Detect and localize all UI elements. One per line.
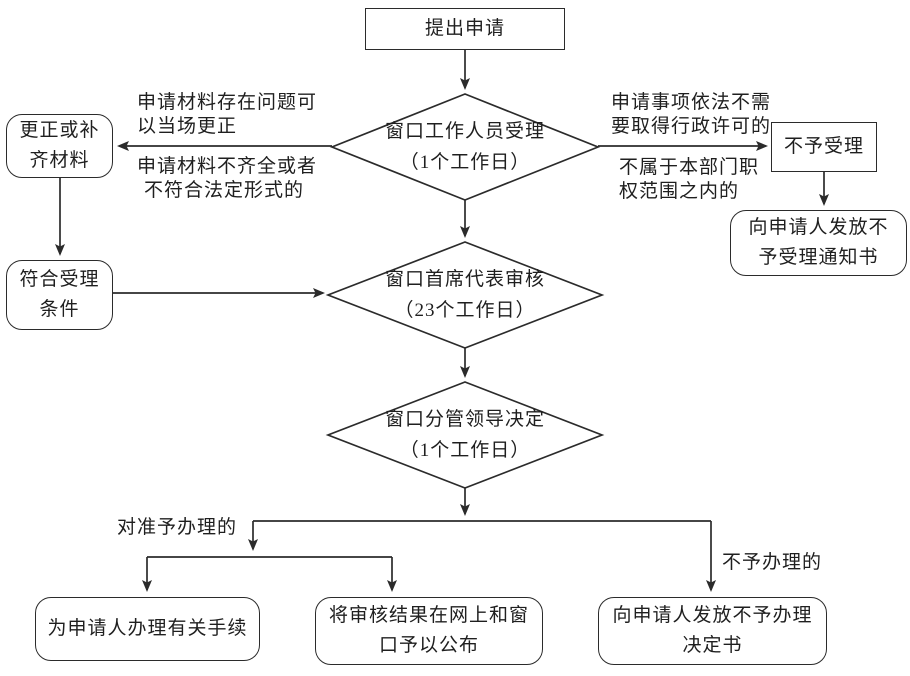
node-qualify-line1: 符合受理: [19, 269, 100, 290]
node-qualify-line2: 条件: [39, 299, 80, 320]
node-submit-application: 提出申请: [365, 8, 565, 50]
edge-label-correctable-line1: 申请材料存在问题可: [137, 92, 318, 113]
edge-label-incomplete-materials: 申请材料不齐全或者 不符合法定形式的: [137, 155, 318, 203]
edge-label-correctable-on-spot: 申请材料存在问题可 以当场更正: [137, 91, 317, 139]
node-publish-line1: 将审核结果在网上和窗: [328, 605, 529, 626]
decision3-text: 窗口分管领导决定 （1个工作日）: [345, 403, 585, 467]
edge-label-no-permit-line2: 要取得行政许可的: [611, 116, 772, 137]
edge-label-correctable-line2: 以当场更正: [137, 116, 238, 137]
node-no-handle-line1: 向申请人发放不予办理: [612, 605, 813, 626]
edge-label-not-approved: 不予办理的: [722, 551, 822, 575]
node-publish-line2: 口予以公布: [378, 635, 479, 656]
node-correct-line1: 更正或补: [19, 120, 100, 141]
node-reject-notice-line1: 向申请人发放不: [748, 217, 889, 238]
node-not-accepted-label: 不予受理: [783, 136, 864, 157]
decision3-line2: （1个工作日）: [399, 440, 531, 461]
edge-label-approved-text: 对准予办理的: [117, 517, 238, 538]
decision2-text: 窗口首席代表审核 （23个工作日）: [345, 263, 585, 327]
decision1-line2: （1个工作日）: [399, 152, 531, 173]
edge-label-no-permit-line1: 申请事项依法不需: [611, 92, 772, 113]
node-non-acceptance-notice: 向申请人发放不 予受理通知书: [730, 210, 907, 276]
node-correct-supplement-materials: 更正或补 齐材料: [6, 114, 113, 178]
edge-label-incomplete-line1: 申请材料不齐全或者: [137, 156, 318, 177]
node-handle-label: 为申请人办理有关手续: [47, 618, 248, 639]
node-correct-line2: 齐材料: [29, 150, 90, 171]
edge-label-out-of-scope-line1: 不属于本部门职: [619, 157, 760, 178]
edge-label-approved: 对准予办理的: [117, 516, 237, 540]
decision1-line1: 窗口工作人员受理: [384, 121, 545, 142]
node-non-handling-decision-notice: 向申请人发放不予办理 决定书: [598, 597, 827, 665]
decision2-line2: （23个工作日）: [394, 300, 536, 321]
edge-label-out-of-scope: 不属于本部门职 权范围之内的: [619, 156, 759, 204]
edge-label-out-of-scope-line2: 权范围之内的: [619, 181, 740, 202]
node-meets-acceptance-conditions: 符合受理 条件: [6, 260, 113, 330]
node-no-handle-line2: 决定书: [682, 635, 743, 656]
node-submit-application-label: 提出申请: [424, 18, 505, 39]
node-reject-notice-line2: 予受理通知书: [758, 247, 879, 268]
edge-label-no-permit-needed: 申请事项依法不需 要取得行政许可的: [611, 91, 771, 139]
decision3-line1: 窗口分管领导决定: [384, 409, 545, 430]
node-not-accepted: 不予受理: [771, 122, 877, 172]
node-publish-result: 将审核结果在网上和窗 口予以公布: [315, 597, 543, 665]
decision1-text: 窗口工作人员受理 （1个工作日）: [345, 115, 585, 179]
edge-label-not-approved-text: 不予办理的: [722, 552, 823, 573]
node-handle-procedures: 为申请人办理有关手续: [35, 597, 260, 661]
edge-label-incomplete-line2: 不符合法定形式的: [143, 180, 304, 201]
decision2-line1: 窗口首席代表审核: [384, 269, 545, 290]
